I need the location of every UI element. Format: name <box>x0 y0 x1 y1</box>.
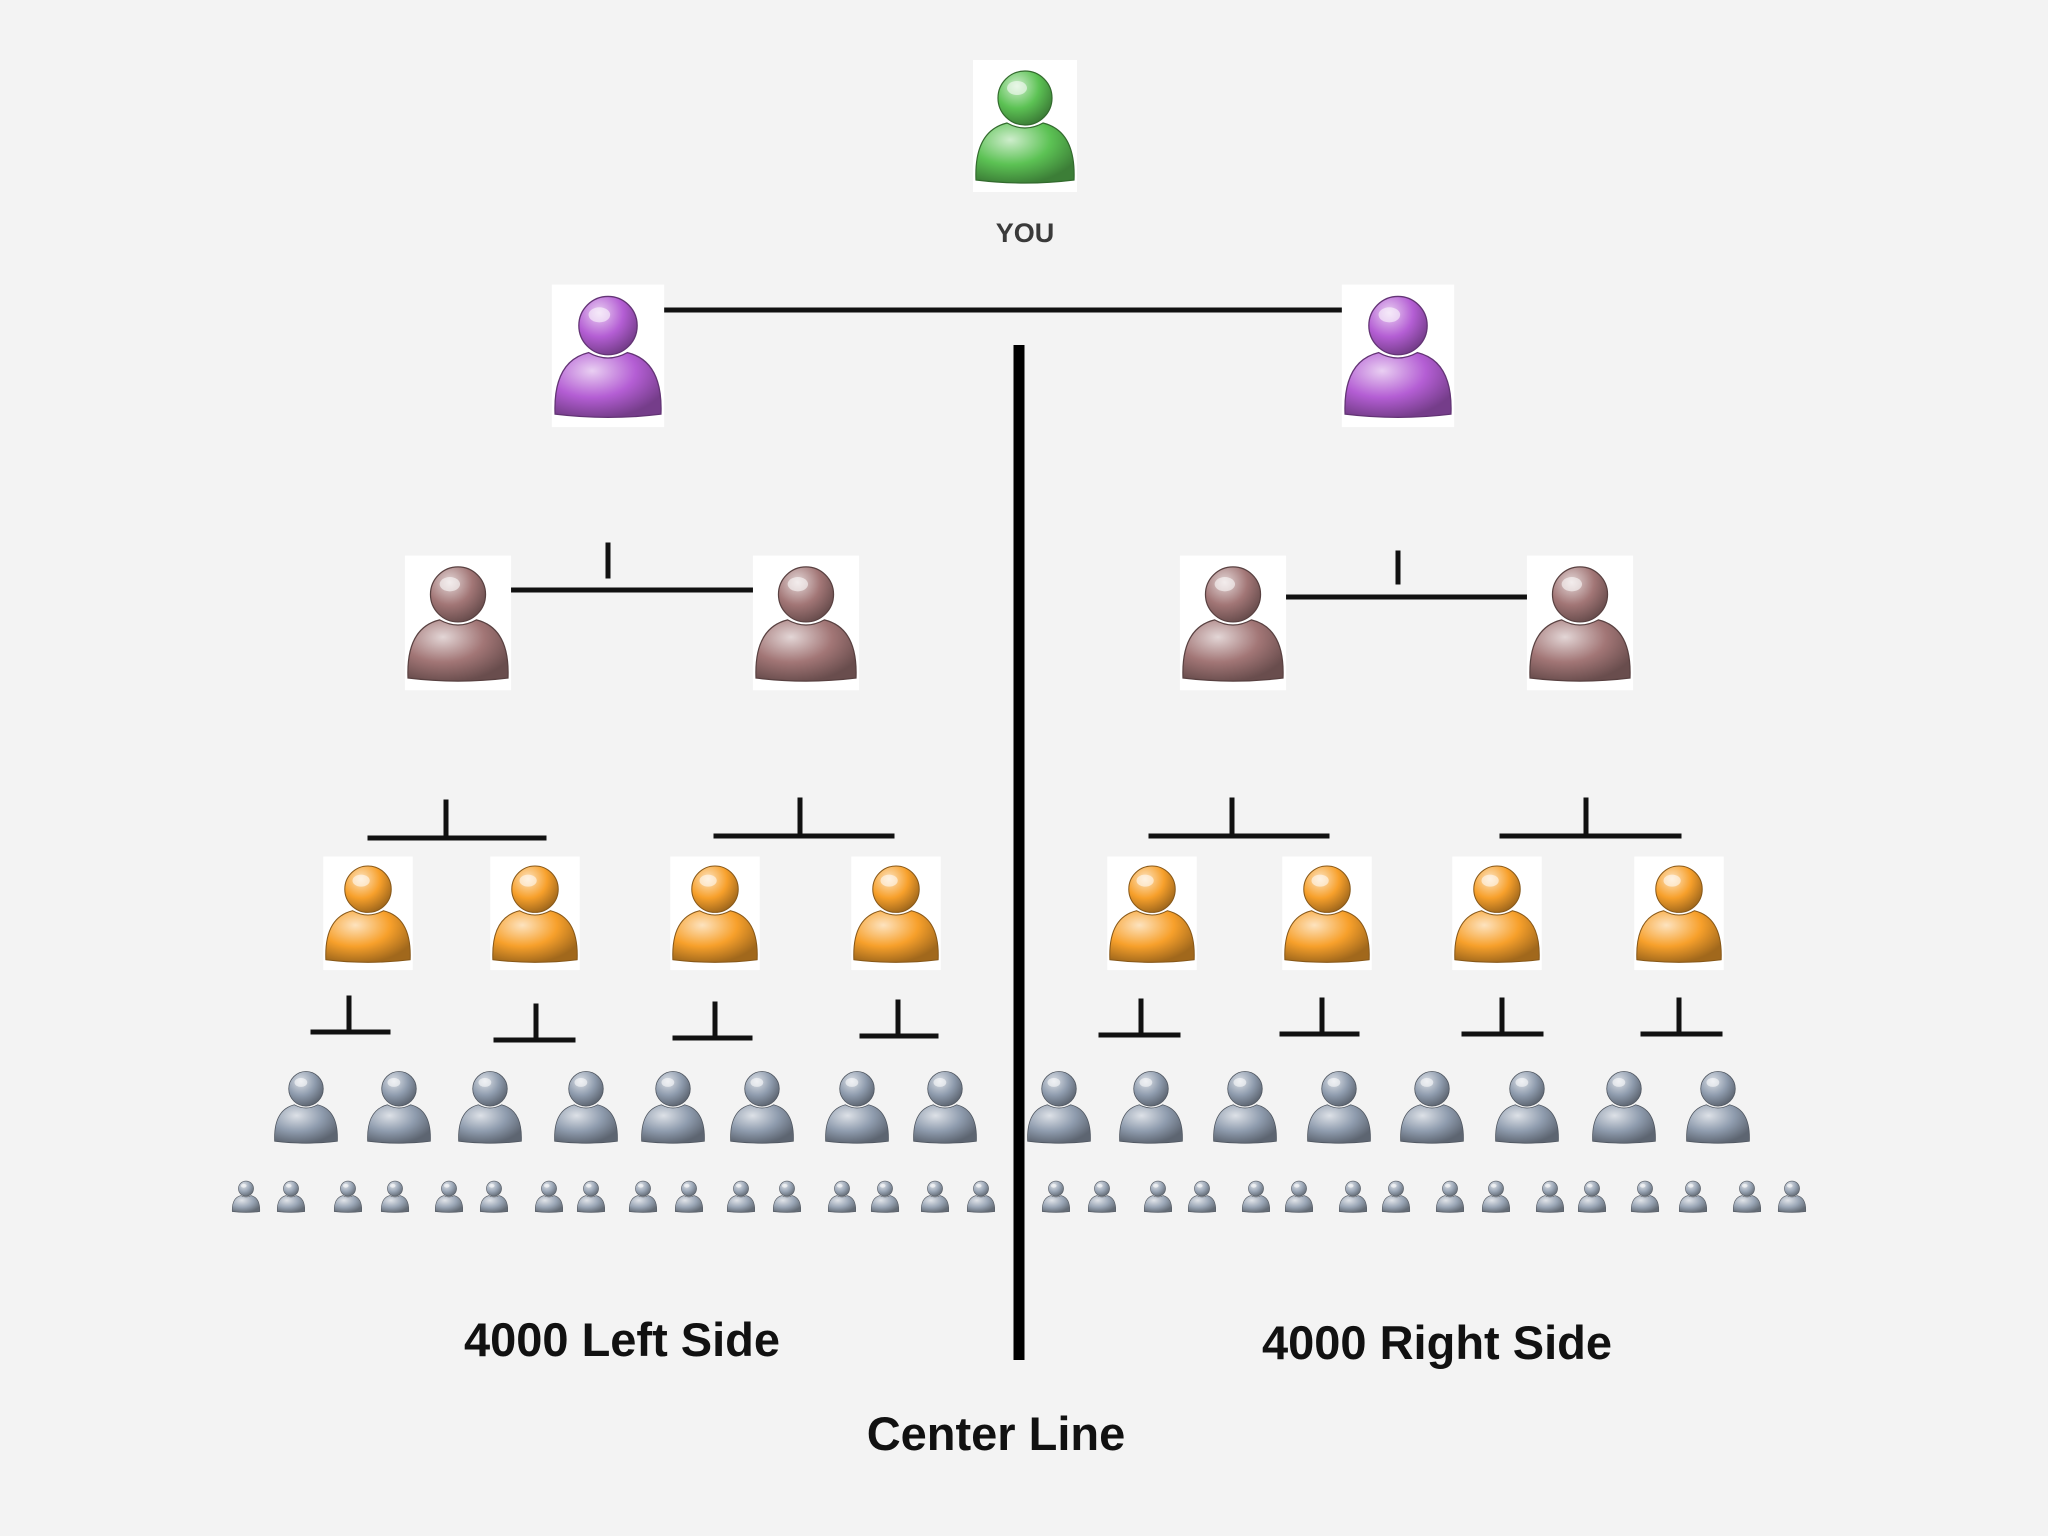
level-4-person-icon <box>1119 1071 1183 1144</box>
level-5-person-icon <box>479 1180 509 1213</box>
you-label: YOU <box>995 218 1055 248</box>
person-icons <box>231 60 1807 1213</box>
level-5-person-icon <box>966 1180 996 1213</box>
level-5-person-icon <box>1284 1180 1314 1213</box>
level-5-person-icon <box>1732 1180 1762 1213</box>
level-1-person-icon <box>1344 295 1452 419</box>
level-5-person-icon <box>1087 1180 1117 1213</box>
level-2-person-icon <box>407 566 509 682</box>
level-5-person-icon <box>920 1180 950 1213</box>
level-5-person-icon <box>1041 1180 1071 1213</box>
level-3-person-icon <box>492 865 578 963</box>
level-5-person-icon <box>1577 1180 1607 1213</box>
level-5-person-icon <box>231 1180 261 1213</box>
level-5-person-icon <box>1535 1180 1565 1213</box>
level-3-person-icon <box>853 865 939 963</box>
level-5-person-icon <box>1777 1180 1807 1213</box>
level-4-person-icon <box>1027 1071 1091 1144</box>
level-3-person-icon <box>1109 865 1195 963</box>
level-5-person-icon <box>827 1180 857 1213</box>
level-5-person-icon <box>1481 1180 1511 1213</box>
level-1-person-icon <box>554 295 662 419</box>
level-5-person-icon <box>1678 1180 1708 1213</box>
level-5-person-icon <box>1338 1180 1368 1213</box>
level-5-person-icon <box>870 1180 900 1213</box>
level-3-person-icon <box>1284 865 1370 963</box>
level-4-person-icon <box>1686 1071 1750 1144</box>
level-3-person-icon <box>1454 865 1540 963</box>
level-4-person-icon <box>1592 1071 1656 1144</box>
level-3-person-icon <box>1636 865 1722 963</box>
level-5-person-icon <box>1143 1180 1173 1213</box>
level-5-person-icon <box>333 1180 363 1213</box>
level-4-person-icon <box>641 1071 705 1144</box>
right-side-label: 4000 Right Side <box>1262 1316 1612 1369</box>
level-4-person-icon <box>274 1071 338 1144</box>
level-5-person-icon <box>1435 1180 1465 1213</box>
level-5-person-icon <box>1187 1180 1217 1213</box>
level-4-person-icon <box>730 1071 794 1144</box>
you-person-icon <box>975 70 1075 184</box>
level-5-person-icon <box>1381 1180 1411 1213</box>
level-4-person-icon <box>1495 1071 1559 1144</box>
level-5-person-icon <box>576 1180 606 1213</box>
level-5-person-icon <box>434 1180 464 1213</box>
level-5-person-icon <box>726 1180 756 1213</box>
level-4-person-icon <box>1400 1071 1464 1144</box>
level-4-person-icon <box>1213 1071 1277 1144</box>
level-2-person-icon <box>1182 566 1284 682</box>
level-4-person-icon <box>458 1071 522 1144</box>
level-4-person-icon <box>554 1071 618 1144</box>
level-2-person-icon <box>1529 566 1631 682</box>
level-4-person-icon <box>825 1071 889 1144</box>
level-5-person-icon <box>1630 1180 1660 1213</box>
level-5-person-icon <box>772 1180 802 1213</box>
level-5-person-icon <box>628 1180 658 1213</box>
level-2-person-icon <box>755 566 857 682</box>
level-3-person-icon <box>672 865 758 963</box>
level-4-person-icon <box>367 1071 431 1144</box>
level-5-person-icon <box>674 1180 704 1213</box>
level-5-person-icon <box>380 1180 410 1213</box>
level-4-person-icon <box>913 1071 977 1144</box>
level-4-person-icon <box>1307 1071 1371 1144</box>
level-5-person-icon <box>1241 1180 1271 1213</box>
level-5-person-icon <box>534 1180 564 1213</box>
level-5-person-icon <box>276 1180 306 1213</box>
level-3-person-icon <box>325 865 411 963</box>
left-side-label: 4000 Left Side <box>463 1313 781 1366</box>
center-line-label: Center Line <box>866 1407 1126 1460</box>
